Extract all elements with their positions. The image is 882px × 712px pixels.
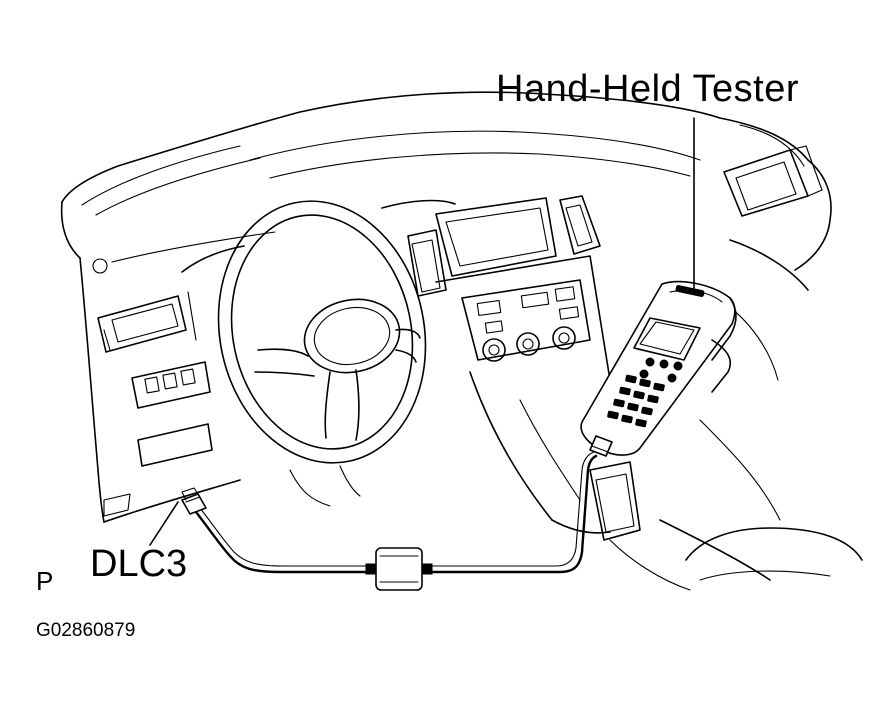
steering-wheel <box>217 200 427 507</box>
center-console-lower <box>469 371 771 581</box>
tester-keypad <box>607 374 665 428</box>
dlc3-connector <box>181 487 207 515</box>
passenger-seat <box>609 527 863 591</box>
dashboard-top-outline <box>60 91 832 271</box>
dlc3-label: DLC3 <box>90 543 188 585</box>
figure-id: G02860879 <box>36 620 136 641</box>
instrument-cluster <box>181 199 456 341</box>
cable-connector-module <box>365 547 433 591</box>
dlc3-leader-line <box>149 501 179 546</box>
hand-held-tester <box>580 280 737 457</box>
center-display <box>407 195 611 381</box>
dashboard-left-panel <box>79 231 276 523</box>
tester-cable <box>194 451 598 574</box>
tester-label: Hand-Held Tester <box>496 68 800 110</box>
center-console-controls <box>461 279 591 362</box>
corner-letter: P <box>36 566 54 596</box>
